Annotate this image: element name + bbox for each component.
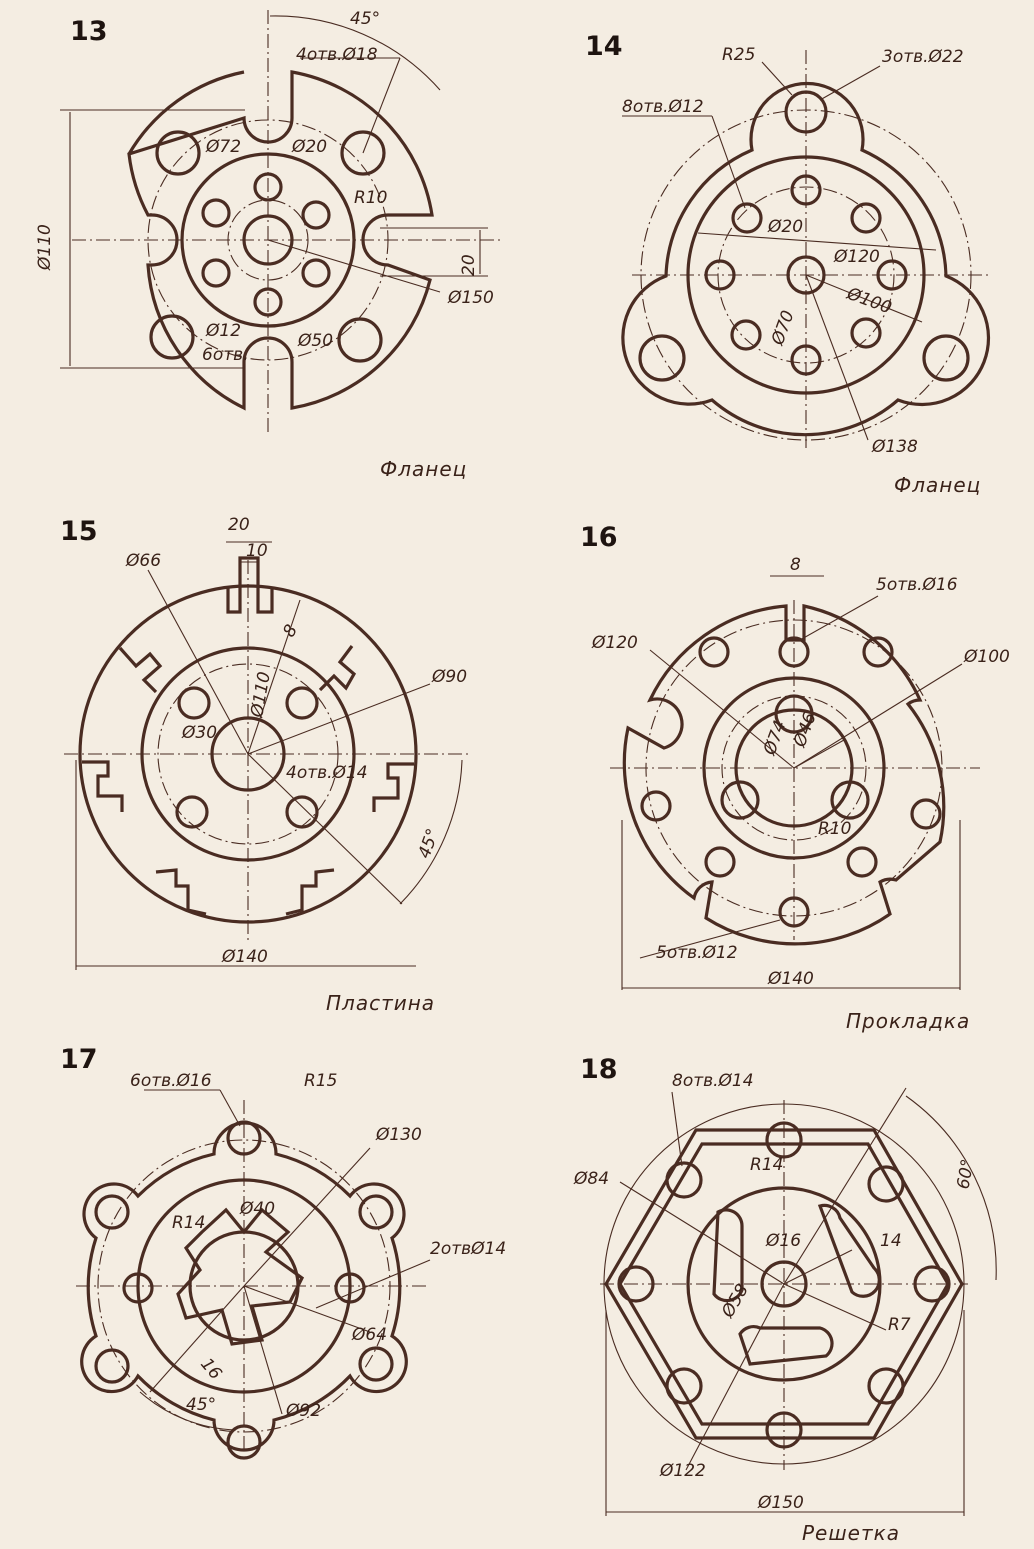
figure-13: 13 45° 4отв.Ø18 Ø72 Ø20 bbox=[35, 9, 500, 481]
dimension-label: Ø90 bbox=[431, 667, 467, 687]
dimension-label: Ø66 bbox=[125, 551, 161, 571]
dimension-label: 45° bbox=[186, 1395, 216, 1415]
dimension-label: 4отв.Ø18 bbox=[296, 45, 378, 65]
figure-16-number: 16 bbox=[580, 522, 618, 553]
dimension-label: R10 bbox=[818, 819, 851, 839]
figure-18-number: 18 bbox=[580, 1054, 618, 1085]
dimension-label: Ø20 bbox=[767, 217, 803, 237]
dimension-label: Ø120 bbox=[833, 247, 880, 267]
dimension-label: R15 bbox=[304, 1071, 337, 1091]
dimension-label: 60° bbox=[953, 1158, 978, 1191]
dimension-label: Ø92 bbox=[285, 1401, 321, 1421]
dimension-label: Ø50 bbox=[297, 331, 333, 351]
dimension-label: R14 bbox=[750, 1155, 783, 1175]
dimension-label: 5отв.Ø12 bbox=[656, 943, 738, 963]
dimension-label: 10 bbox=[246, 541, 268, 561]
dimension-label: Ø130 bbox=[375, 1125, 422, 1145]
dimension-label: R25 bbox=[722, 45, 755, 65]
dimension-label: 8отв.Ø14 bbox=[672, 1071, 754, 1091]
figure-17: 17 6отв.Ø16 R15 Ø130 R14 Ø40 2отвØ14 Ø64… bbox=[60, 1044, 506, 1460]
dimension-label: R14 bbox=[172, 1213, 205, 1233]
dimension-label: Ø64 bbox=[351, 1325, 387, 1345]
dimension-label: R10 bbox=[354, 188, 387, 208]
dimension-label: Ø110 bbox=[35, 224, 55, 271]
dimension-label: 45° bbox=[350, 9, 380, 29]
dimension-label: Ø70 bbox=[768, 308, 799, 349]
figure-14-caption: Фланец bbox=[894, 473, 981, 497]
dimension-label: Ø20 bbox=[291, 137, 327, 157]
dimension-label: Ø120 bbox=[591, 633, 638, 653]
dimension-label: Ø150 bbox=[447, 288, 494, 308]
dimension-label: Ø30 bbox=[181, 723, 217, 743]
figure-18: 18 8отв.Ø14 R14 60° Ø84 Ø16 14 bbox=[573, 1054, 997, 1545]
figure-13-number: 13 bbox=[70, 16, 108, 47]
dimension-label: 5отв.Ø16 bbox=[876, 575, 958, 595]
dimension-label: 16 bbox=[196, 1354, 225, 1384]
figure-14: 14 R25 3отв.Ø22 8отв.Ø12 Ø20 Ø120 Ø100 Ø… bbox=[585, 31, 991, 497]
dimension-label: R7 bbox=[888, 1315, 911, 1335]
dimension-label: 14 bbox=[880, 1231, 902, 1251]
dimension-label: Ø72 bbox=[205, 137, 241, 157]
dimension-label: 2отвØ14 bbox=[430, 1239, 506, 1259]
dimension-label: Ø140 bbox=[221, 947, 268, 967]
dimension-label: 8 bbox=[279, 621, 302, 641]
dimension-label: Ø74 bbox=[760, 718, 791, 759]
figure-15: 15 20 10 Ø66 8 Ø110 Ø90 Ø30 4отв. bbox=[60, 515, 470, 1015]
dimension-label: 20 bbox=[459, 254, 479, 276]
figure-18-caption: Решетка bbox=[802, 1521, 900, 1545]
dimension-label: Ø84 bbox=[573, 1169, 609, 1189]
dimension-label: 20 bbox=[228, 515, 250, 535]
dimension-label: Ø140 bbox=[767, 969, 814, 989]
figure-16-caption: Прокладка bbox=[846, 1009, 970, 1033]
dimension-label: 8отв.Ø12 bbox=[622, 97, 704, 117]
dimension-label: Ø100 bbox=[963, 647, 1010, 667]
dimension-label: Ø40 bbox=[239, 1199, 275, 1219]
dimension-label: 8 bbox=[790, 555, 801, 575]
dimension-label: Ø16 bbox=[765, 1231, 801, 1251]
dimension-label: 4отв.Ø14 bbox=[286, 763, 368, 783]
dimension-label: 6отв.Ø16 bbox=[130, 1071, 212, 1091]
figure-15-caption: Пластина bbox=[326, 991, 435, 1015]
figure-13-caption: Фланец bbox=[380, 457, 467, 481]
dimension-label: 6отв. bbox=[202, 345, 249, 365]
figure-16: 16 8 5отв.Ø16 Ø120 Ø100 Ø74 Ø46 R10 bbox=[580, 522, 1010, 1033]
dimension-label: Ø150 bbox=[757, 1493, 804, 1513]
dimension-label: 45° bbox=[414, 826, 443, 861]
dimension-label: Ø58 bbox=[718, 1281, 753, 1322]
figure-15-number: 15 bbox=[60, 516, 98, 547]
dimension-label: 3отв.Ø22 bbox=[882, 47, 964, 67]
figure-14-number: 14 bbox=[585, 31, 623, 62]
dimension-label: Ø122 bbox=[659, 1461, 706, 1481]
dimension-label: Ø110 bbox=[247, 670, 275, 720]
dimension-label: Ø12 bbox=[205, 321, 241, 341]
figure-17-number: 17 bbox=[60, 1044, 98, 1075]
dimension-label: Ø138 bbox=[871, 437, 918, 457]
